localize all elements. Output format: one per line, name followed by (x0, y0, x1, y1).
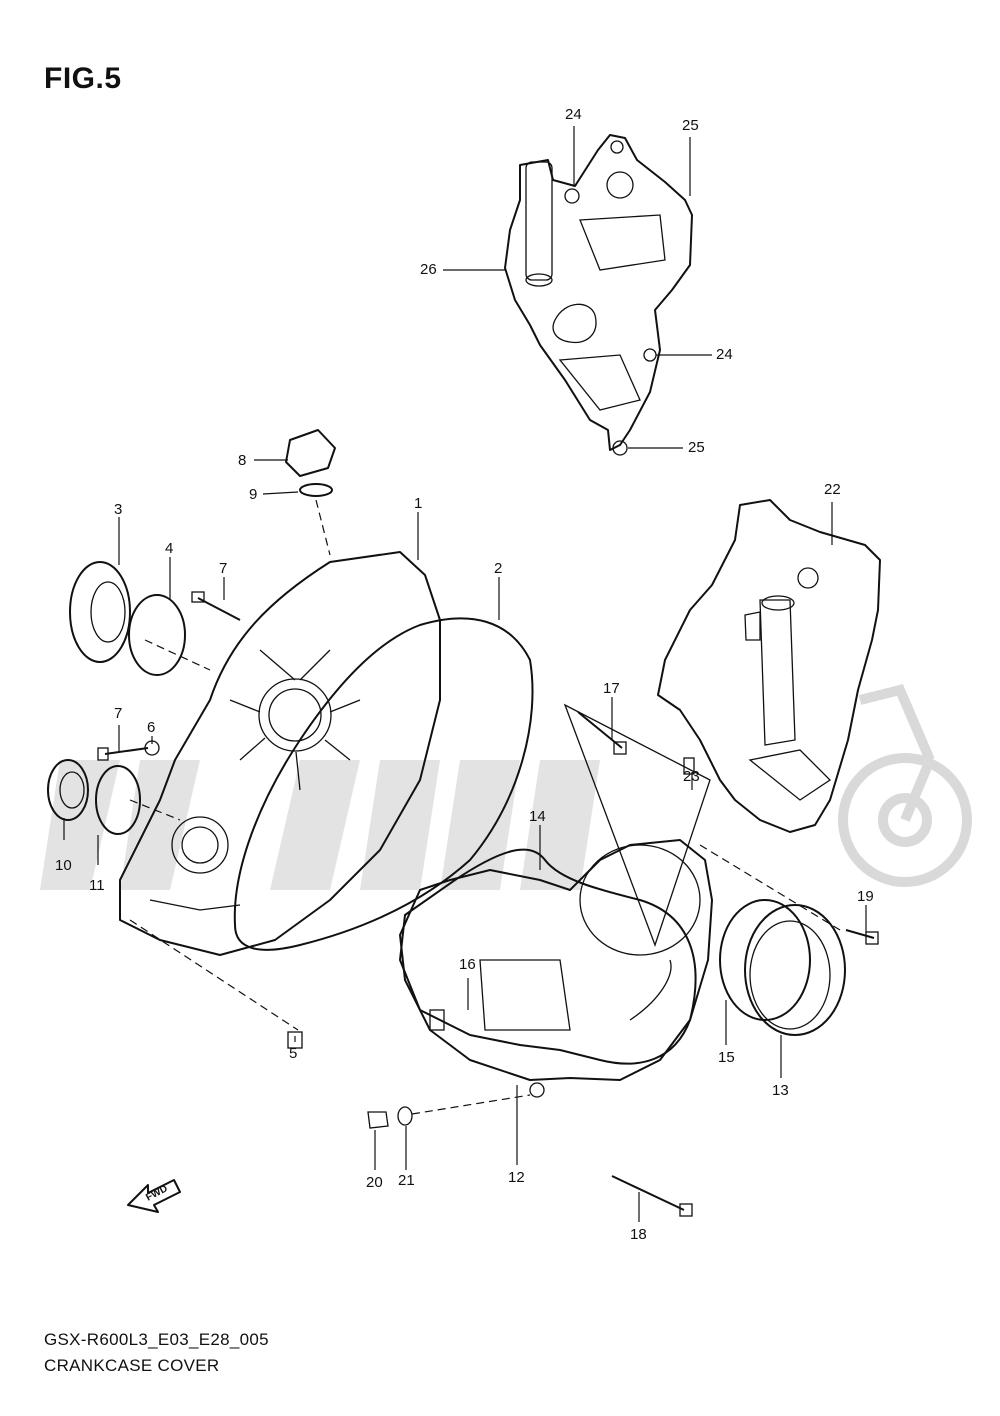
callout-1: 1 (414, 495, 423, 512)
outer-cover-o-ring (719, 899, 811, 1021)
clutch-cover (119, 551, 441, 956)
right-side-cover (657, 499, 881, 833)
callout-18: 18 (630, 1226, 647, 1243)
callout-6: 6 (147, 719, 156, 736)
callout-21: 21 (398, 1172, 415, 1189)
fwd-arrow-icon: FWD (127, 1179, 181, 1213)
figure-title: FIG.5 (44, 62, 122, 95)
callout-19: 19 (857, 888, 874, 905)
diagram-name: CRANKCASE COVER (44, 1356, 220, 1375)
callout-24: 24 (716, 346, 733, 363)
generator-cover (399, 839, 713, 1098)
callout-5: 5 (289, 1045, 298, 1062)
callout-13: 13 (772, 1082, 789, 1099)
callout-26: 26 (420, 261, 437, 278)
callout-7: 7 (114, 705, 123, 722)
callout-25: 25 (688, 439, 705, 456)
callout-2: 2 (494, 560, 503, 577)
generator-cover-gasket (399, 848, 697, 1065)
sprocket-cover-top (504, 134, 693, 456)
callout-9: 9 (249, 486, 258, 503)
callout-14: 14 (529, 808, 546, 825)
callout-8: 8 (238, 452, 247, 469)
callout-25: 25 (682, 117, 699, 134)
callout-24: 24 (565, 106, 582, 123)
callout-12: 12 (508, 1169, 525, 1186)
callout-16: 16 (459, 956, 476, 973)
alignment-lines (129, 499, 841, 1115)
clutch-cover-gasket (233, 617, 534, 951)
small-plugs-and-rings (47, 561, 186, 835)
callout-22: 22 (824, 481, 841, 498)
callout-17: 17 (603, 680, 620, 697)
callout-23: 23 (683, 768, 700, 785)
callout-4: 4 (165, 540, 174, 557)
oil-filler-cap (285, 429, 336, 497)
callout-7: 7 (219, 560, 228, 577)
diagram-code: GSX-R600L3_E03_E28_005 (44, 1330, 269, 1349)
outer-cover (744, 904, 846, 1036)
callout-11: 11 (89, 877, 105, 894)
callout-15: 15 (718, 1049, 735, 1066)
leader-lines (63, 126, 867, 1222)
callout-10: 10 (55, 857, 72, 874)
callout-20: 20 (366, 1174, 383, 1191)
watermark (40, 684, 972, 890)
callout-3: 3 (114, 501, 123, 518)
